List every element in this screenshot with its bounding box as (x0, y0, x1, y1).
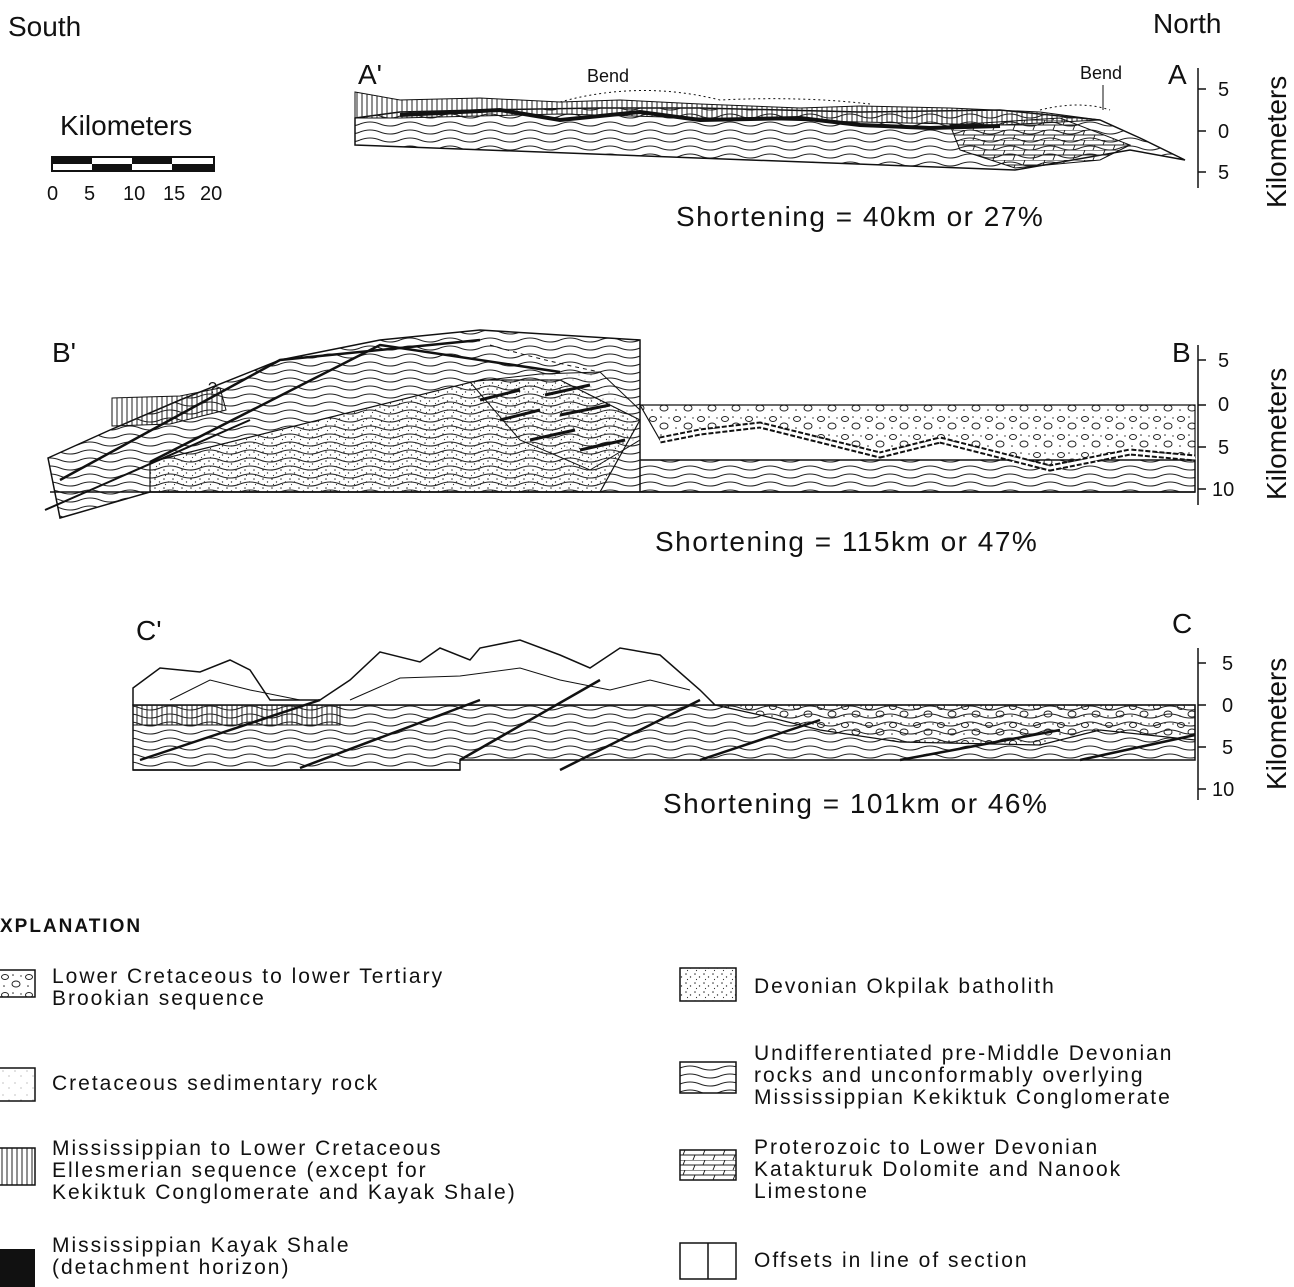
section-c-upper-outline (133, 640, 715, 705)
section-a-bend-label-1: Bend (587, 66, 629, 86)
north-label: North (1153, 8, 1221, 39)
section-a-tick-5-down: 5 (1218, 162, 1229, 184)
scale-tick-15: 15 (163, 183, 185, 205)
section-b: B' B ? 5 0 5 10 (45, 330, 1292, 557)
section-c-tick-10: 10 (1212, 779, 1234, 801)
section-b-tick-5-up: 5 (1218, 350, 1229, 372)
section-a-left-label: A' (358, 59, 382, 90)
south-label: South (8, 11, 81, 42)
legend-label-katakturuk: Proterozoic to Lower Devonian Katakturuk… (754, 1137, 1122, 1203)
section-b-tick-10: 10 (1212, 479, 1234, 501)
section-a-right-label: A (1168, 59, 1187, 90)
section-b-shortening: Shortening = 115km or 47% (655, 526, 1038, 557)
legend-label-kayak-shale: Mississippian Kayak Shale (detachment ho… (52, 1235, 351, 1279)
legend-label-ellesmerian: Mississippian to Lower Cretaceous Ellesm… (52, 1138, 517, 1204)
legend-label-okpilak: Devonian Okpilak batholith (754, 976, 1056, 998)
scale-tick-5: 5 (84, 183, 95, 205)
legend-label-pre-devonian: Undifferentiated pre-Middle Devonian roc… (754, 1043, 1173, 1109)
section-c-tick-5-down: 5 (1222, 737, 1233, 759)
section-a-axis-title: Kilometers (1261, 76, 1292, 208)
section-c-right-label: C (1172, 608, 1192, 639)
explanation-title: XPLANATION (0, 916, 142, 937)
section-c: C' C 5 0 5 10 Kilometers Shortening = 10… (133, 608, 1292, 819)
section-c-tick-0: 0 (1222, 695, 1233, 717)
swatch-ellesmerian (0, 1148, 35, 1185)
swatch-katakturuk (680, 1150, 736, 1180)
legend-label-offsets: Offsets in line of section (754, 1250, 1029, 1272)
section-c-left-label: C' (136, 615, 162, 646)
section-b-tick-5-down: 5 (1218, 437, 1229, 459)
section-a-tick-5-up: 5 (1218, 79, 1229, 101)
section-b-left-label: B' (52, 337, 76, 368)
swatch-brookian (0, 970, 35, 997)
section-b-axis-title: Kilometers (1261, 368, 1292, 500)
scale-tick-20: 20 (200, 183, 222, 205)
section-a-bend-label-2: Bend (1080, 63, 1122, 83)
section-b-right-label: B (1172, 337, 1191, 368)
scale-tick-10: 10 (123, 183, 145, 205)
section-c-tick-5-up: 5 (1222, 653, 1233, 675)
section-c-shortening: Shortening = 101km or 46% (663, 788, 1048, 819)
swatch-okpilak (680, 968, 736, 1001)
swatch-cretaceous (0, 1068, 35, 1101)
section-b-tick-0: 0 (1218, 394, 1229, 416)
swatch-pre-devonian (680, 1062, 736, 1093)
legend-label-cretaceous: Cretaceous sedimentary rock (52, 1073, 379, 1095)
scale-bar-title: Kilometers (60, 110, 192, 141)
section-c-axis-title: Kilometers (1261, 658, 1292, 790)
section-a: A' A Bend Bend 5 0 5 Kilometers Shorteni… (355, 59, 1292, 232)
scale-tick-0: 0 (47, 183, 58, 205)
swatch-kayak-shale (0, 1249, 35, 1287)
section-a-shortening: Shortening = 40km or 27% (676, 201, 1044, 232)
section-a-tick-0: 0 (1218, 121, 1229, 143)
legend-label-brookian: Lower Cretaceous to lower Tertiary Brook… (52, 966, 444, 1010)
scale-bar (52, 157, 214, 171)
